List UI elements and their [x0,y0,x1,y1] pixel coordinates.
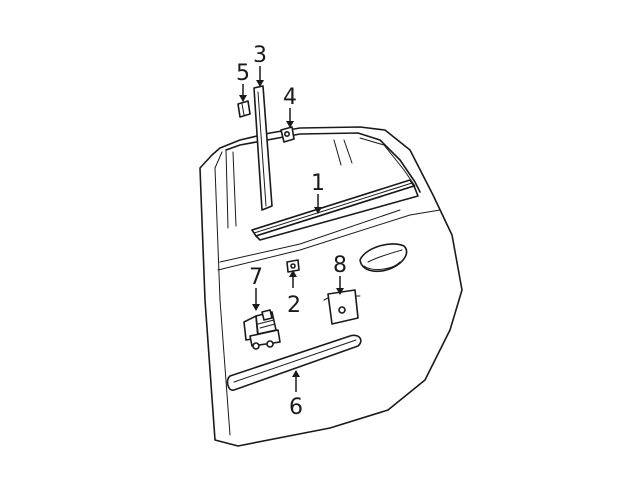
callout-4: 4 [283,85,297,110]
callout-3: 3 [253,43,267,68]
callout-1: 1 [311,171,325,196]
door-shell [199,126,463,447]
callout-5: 5 [236,61,250,86]
leader-arrows [239,66,344,392]
part-6-side-molding [226,334,362,391]
part-4-clip [280,126,295,143]
callout-7: 7 [249,265,263,290]
callout-6: 6 [289,395,303,420]
part-1-belt-weatherstrip [251,179,419,241]
part-7-bracket [243,309,281,350]
part-3-pillar-molding [253,85,273,211]
part-2-clip [286,259,300,273]
part-8-plate [323,289,361,325]
part-5-clip [237,100,251,118]
door-handle [359,243,408,273]
callout-8: 8 [333,253,347,278]
callout-2: 2 [287,293,301,318]
callout-labels: 1 2 3 4 5 6 7 8 [236,43,347,420]
